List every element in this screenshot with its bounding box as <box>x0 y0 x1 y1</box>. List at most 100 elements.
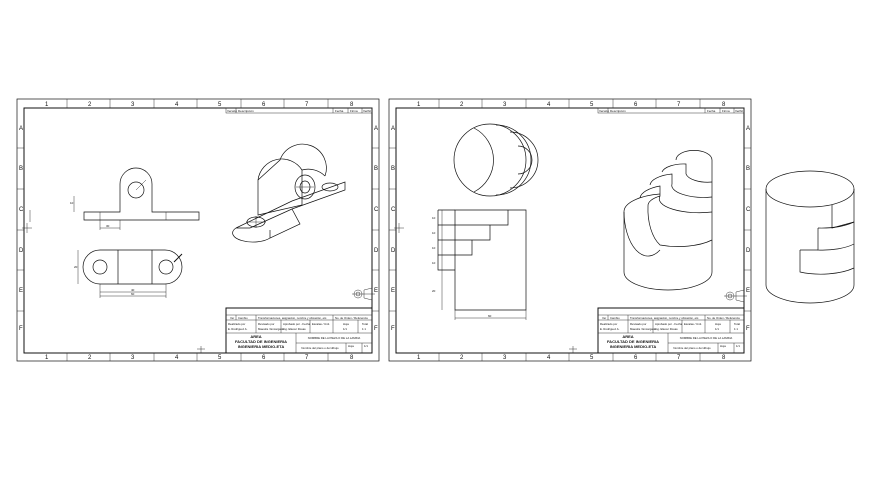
right-col-label-b8: 8 <box>722 355 726 361</box>
left-top-view: 40 60 20 <box>74 249 183 298</box>
left-projection-symbol <box>352 287 375 301</box>
left-row-label-c: C <box>19 207 24 213</box>
left-tb-school-3: INGENIERIA MEDIO-ETA <box>238 344 285 349</box>
right-tb-school-2: FACULTAD DE INGENIERIA <box>607 339 659 344</box>
right-col-label-b4: 4 <box>547 355 551 361</box>
left-front-dim-1: 30 <box>106 224 110 228</box>
right-rev-version: Versión <box>599 109 609 113</box>
left-row-label-d: D <box>19 248 24 254</box>
left-sheet-inner-frame <box>23 107 373 354</box>
right-row-label-a-r: A <box>746 126 750 132</box>
left-row-label-b-r: B <box>374 166 378 172</box>
right-isometric-view <box>623 150 713 291</box>
iso-hole-back <box>321 182 339 192</box>
right-rev-date: Fecha <box>707 109 716 113</box>
right-projection-symbol <box>724 289 747 303</box>
right-col-label-b7: 7 <box>677 355 681 361</box>
iso-upright <box>257 158 303 216</box>
right-row-label-e: E <box>391 288 395 294</box>
right-tb-author: E. Rodriguez A. <box>600 327 620 331</box>
right-tb-reviewed-by: Revisado por <box>630 322 647 326</box>
left-tb-made-by: Realizado por <box>228 322 245 326</box>
left-col-label-b6: 6 <box>262 355 266 361</box>
right-tb-approver: Ing. Eliecer Rosas <box>655 327 678 331</box>
left-top-dim-3: 20 <box>74 265 78 269</box>
left-row-label-f-r: F <box>374 326 378 332</box>
left-front-dim-2: 10 <box>70 201 74 205</box>
right-tb-transform: Transformaciones, asignación, nombre y u… <box>630 316 699 320</box>
right-col-label-b1: 1 <box>417 355 421 361</box>
left-isometric-view <box>232 143 346 243</box>
right-sheet: 1 2 3 4 5 6 7 8 1 2 3 4 5 6 7 8 A B C D … <box>388 98 752 362</box>
left-col-label-b8: 8 <box>350 355 354 361</box>
left-col-label-4: 4 <box>175 102 179 108</box>
right-title-block: Ver Cambio Transformaciones, asignación,… <box>597 307 745 354</box>
step-arc-1 <box>473 127 494 193</box>
right-rev-description: Descripción <box>610 109 626 113</box>
left-top-dim-2: 60 <box>131 292 135 296</box>
left-row-label-c-r: C <box>374 207 379 213</box>
right-row-label-a: A <box>391 126 395 132</box>
left-col-label-b4: 4 <box>175 355 179 361</box>
left-col-label-8: 8 <box>350 102 354 108</box>
right-revision-strip: Versión Descripción Fecha Firma Verific <box>597 107 745 114</box>
right-tb-approved-by: Aprobado por - Fecha <box>655 322 683 326</box>
right-step-dim-3: 10 <box>432 246 436 250</box>
left-rev-version: Versión <box>227 109 237 113</box>
right-row-label-d-r: D <box>746 248 751 254</box>
left-tb-reviewer: Maestra / Encargado <box>258 327 284 331</box>
left-col-label-b3: 3 <box>131 355 135 361</box>
right-top-view <box>453 123 539 197</box>
left-tb-ver: Ver <box>230 316 234 320</box>
left-front-view: 30 10 <box>70 167 200 230</box>
left-tb-approver: Ing. Eliecer Rosas <box>283 327 306 331</box>
left-row-label-b: B <box>19 166 23 172</box>
right-tb-order: No. de Orden / Referencia <box>707 316 740 320</box>
step-arc-3 <box>509 131 539 189</box>
left-tb-order: No. de Orden / Referencia <box>335 316 368 320</box>
left-col-label-1: 1 <box>45 102 49 108</box>
left-col-label-7: 7 <box>305 102 309 108</box>
top-view-hole-right <box>158 259 174 275</box>
right-row-label-b: B <box>391 166 395 172</box>
left-tb-drawing-name: Nombre del plano o del dibujo <box>301 346 339 350</box>
left-tb-transform: Transformaciones, asignación, nombre y u… <box>258 316 327 320</box>
right-row-label-f-r: F <box>746 326 750 332</box>
top-view-hole-left <box>92 259 108 275</box>
cylinder-bottom-arc <box>765 284 855 304</box>
left-row-label-a-r: A <box>374 126 378 132</box>
left-row-label-d-r: D <box>374 248 379 254</box>
right-tb-scale: Escalas / Unit. <box>684 322 702 326</box>
left-tb-cambio: Cambio <box>238 316 248 320</box>
left-tb-approved-by: Aprobado por - Fecha <box>283 322 311 326</box>
right-row-label-f: F <box>391 326 395 332</box>
right-tb-school-3: INGENIERIA MEDIO-ETA <box>610 344 657 349</box>
right-tb-cambio: Cambio <box>610 316 620 320</box>
left-col-label-b2: 2 <box>88 355 92 361</box>
right-col-label-5: 5 <box>590 102 594 108</box>
left-tb-total: Total <box>362 322 368 326</box>
left-rev-date: Fecha <box>335 109 344 113</box>
right-tb-made-by: Realizado por <box>600 322 617 326</box>
right-tb-total: Total <box>734 322 740 326</box>
left-row-label-a: A <box>19 126 23 132</box>
right-front-view: 10 10 10 10 20 60 <box>432 209 527 320</box>
right-tb-sheet-no-val: 1/1 <box>736 344 740 348</box>
left-sheet: 1 2 3 4 5 6 7 8 1 2 3 4 5 6 7 8 A B C D … <box>16 98 380 362</box>
right-tb-sheet: Hoja <box>715 322 721 326</box>
left-col-label-2: 2 <box>88 102 92 108</box>
right-row-label-c: C <box>391 207 396 213</box>
left-rev-verified: Verific <box>363 109 372 113</box>
right-tb-part-name: NOMBRE DE LA PIEZA O DE LA LAMINA <box>680 336 733 340</box>
right-tb-drawing-name: Nombre del plano o del dibujo <box>673 346 711 350</box>
right-col-label-4: 4 <box>547 102 551 108</box>
left-tb-author: E. Rodriguez A. <box>228 327 248 331</box>
right-step-dim-6: 60 <box>488 314 492 318</box>
iso-base-cylinder <box>623 212 713 291</box>
left-col-label-b5: 5 <box>218 355 222 361</box>
right-col-label-b5: 5 <box>590 355 594 361</box>
right-row-label-c-r: C <box>746 207 751 213</box>
right-tb-school-1: AREA <box>622 334 633 339</box>
right-col-label-2: 2 <box>460 102 464 108</box>
